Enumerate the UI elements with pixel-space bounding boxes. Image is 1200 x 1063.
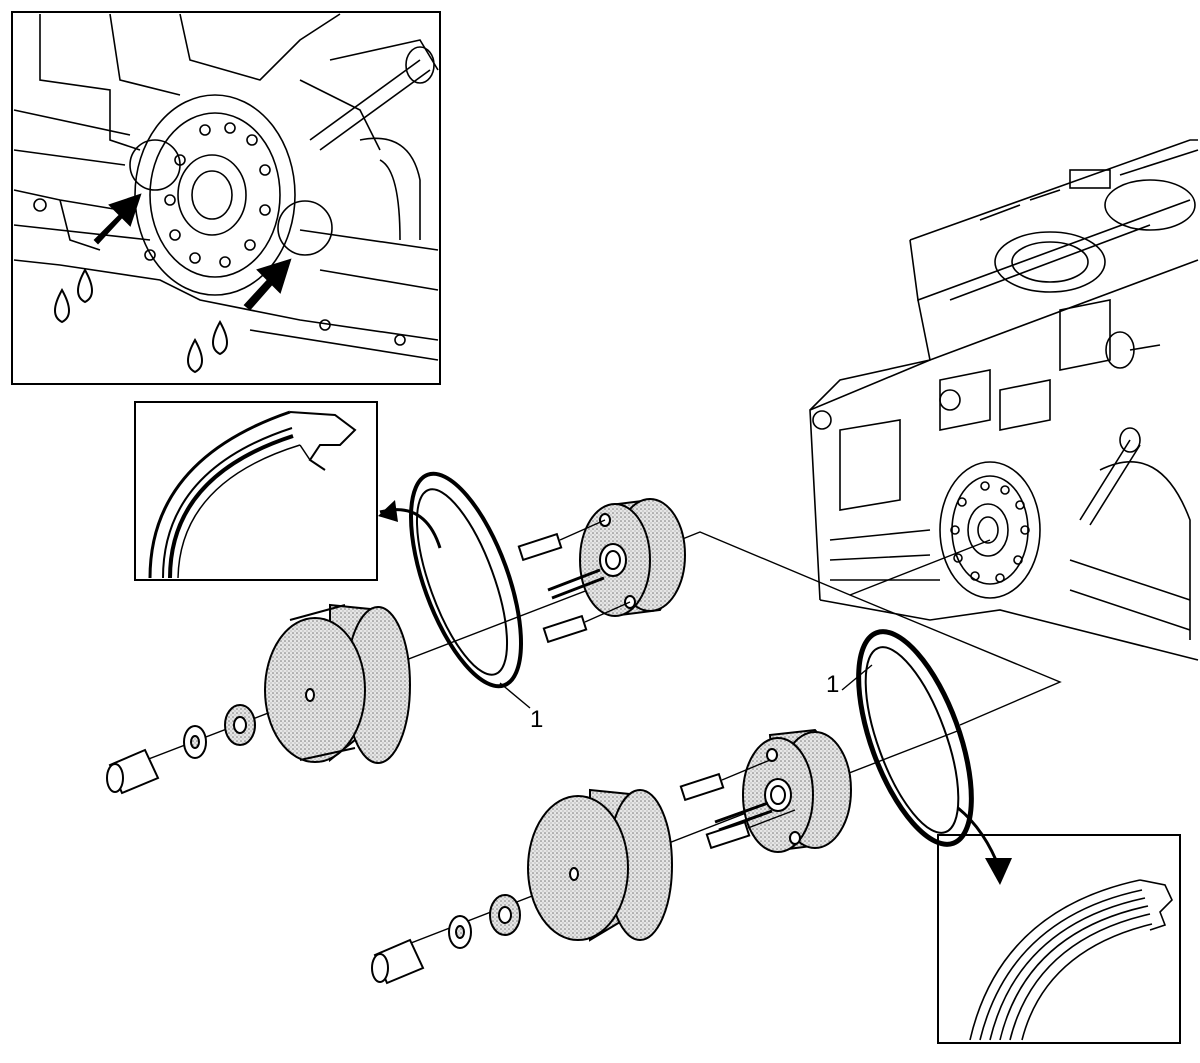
tool-assembly-lower (527, 629, 974, 942)
callout-label-1-upper: 1 (530, 706, 543, 733)
callout-seal-old: 1 (499, 682, 543, 733)
adapter-plate-upper (579, 498, 686, 617)
tool-assembly-upper (106, 471, 686, 795)
installer-drum-upper (264, 603, 411, 764)
engine-block (809, 139, 1199, 661)
nut-upper (224, 704, 256, 746)
leak-detail-inset (11, 11, 441, 385)
seal-lip-detail-old (134, 401, 378, 581)
crankshaft-seal-new (856, 629, 974, 847)
install-arrow (957, 806, 1012, 885)
crankshaft-seal-old (408, 471, 524, 689)
lower-final-spacer (371, 938, 425, 985)
lower-final-washer (448, 915, 472, 949)
removal-arrow (378, 500, 442, 549)
lower-real-parts (490, 560, 520, 600)
callout-label-1-lower: 1 (826, 671, 839, 698)
adapter-plate-lower (742, 728, 852, 853)
lower-final-nut (489, 894, 521, 936)
installer-drum-lower (527, 788, 673, 942)
lower-final-hardware (371, 894, 521, 985)
spacer-upper (106, 748, 160, 795)
forcing-screw-upper (547, 568, 605, 600)
bolts-lower (679, 759, 796, 850)
washer-upper (183, 725, 207, 759)
seal-lip-detail-new (937, 834, 1181, 1044)
lower-real-nut (490, 560, 520, 600)
callout-seal-new: 1 (826, 664, 873, 698)
bolts-upper (517, 519, 631, 644)
